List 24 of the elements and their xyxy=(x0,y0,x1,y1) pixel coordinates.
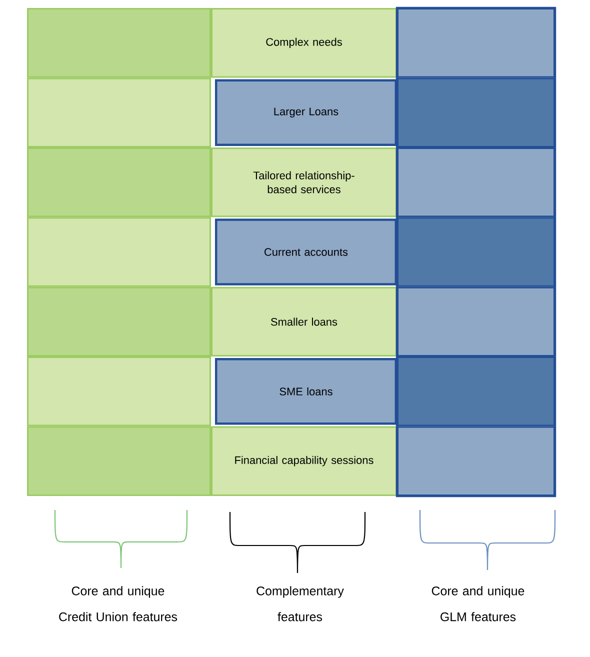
group-label: Complementary features xyxy=(256,586,344,622)
feature-box: SME loans xyxy=(215,358,397,425)
cell xyxy=(27,426,211,496)
group-label: Core and unique GLM features xyxy=(432,586,524,622)
cell xyxy=(27,286,211,357)
cell xyxy=(27,78,211,148)
cell xyxy=(397,78,555,148)
cell xyxy=(27,217,211,287)
cell xyxy=(397,147,555,218)
cell xyxy=(27,8,211,78)
feature-box: Current accounts xyxy=(215,218,397,286)
feature-box: Smaller loans xyxy=(211,286,397,357)
cell xyxy=(397,8,555,78)
cell xyxy=(397,426,555,496)
feature-box: Tailored relationship-based services xyxy=(211,147,397,218)
cell xyxy=(397,356,555,426)
feature-box: Complex needs xyxy=(211,8,397,78)
feature-box: Larger Loans xyxy=(215,79,397,146)
feature-box: Financial capability sessions xyxy=(211,426,397,496)
group-label: Core and unique Credit Union features xyxy=(59,586,178,622)
cell xyxy=(27,147,211,218)
cell xyxy=(27,356,211,426)
cell xyxy=(397,286,555,357)
cell xyxy=(397,217,555,287)
